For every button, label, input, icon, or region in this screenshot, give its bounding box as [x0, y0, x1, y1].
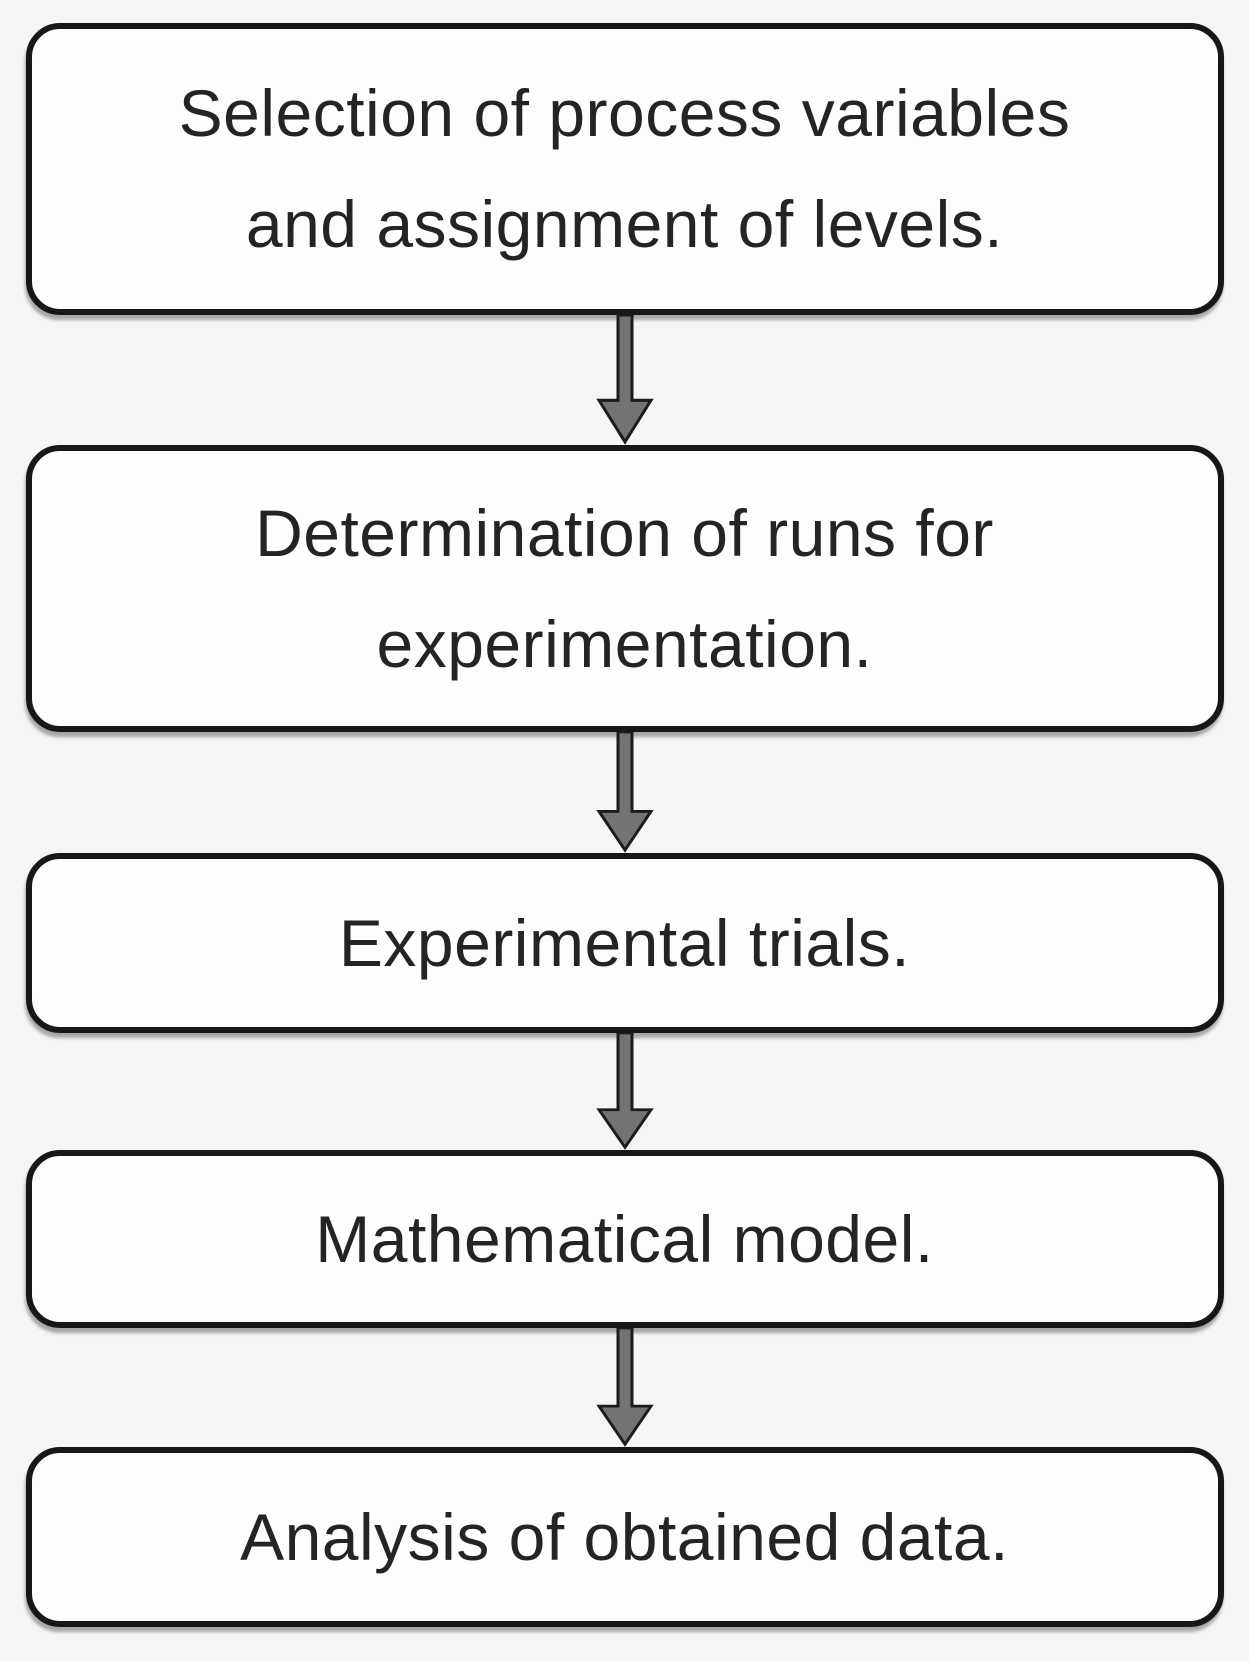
flow-step-analysis-label: Analysis of obtained data. — [240, 1499, 1009, 1574]
connector-3 — [593, 1033, 657, 1150]
flow-step-trials: Experimental trials. — [25, 853, 1224, 1033]
down-arrow-icon — [595, 732, 654, 853]
down-arrow-icon — [595, 315, 654, 445]
connector-1 — [593, 315, 657, 445]
flow-step-model-label: Mathematical model. — [315, 1201, 934, 1276]
flow-step-model: Mathematical model. — [25, 1150, 1224, 1328]
flow-step-determination: Determination of runs for experimentatio… — [25, 445, 1224, 732]
flow-step-determination-label: Determination of runs for experimentatio… — [255, 495, 994, 681]
connector-2 — [593, 732, 657, 853]
down-arrow-icon — [595, 1328, 654, 1447]
flow-step-analysis: Analysis of obtained data. — [25, 1447, 1224, 1627]
down-arrow-icon — [595, 1033, 654, 1150]
flow-step-trials-label: Experimental trials. — [338, 905, 911, 980]
connector-4 — [593, 1328, 657, 1447]
flow-step-selection: Selection of process variables and assig… — [25, 23, 1224, 315]
flow-step-selection-label: Selection of process variables and assig… — [178, 76, 1071, 261]
